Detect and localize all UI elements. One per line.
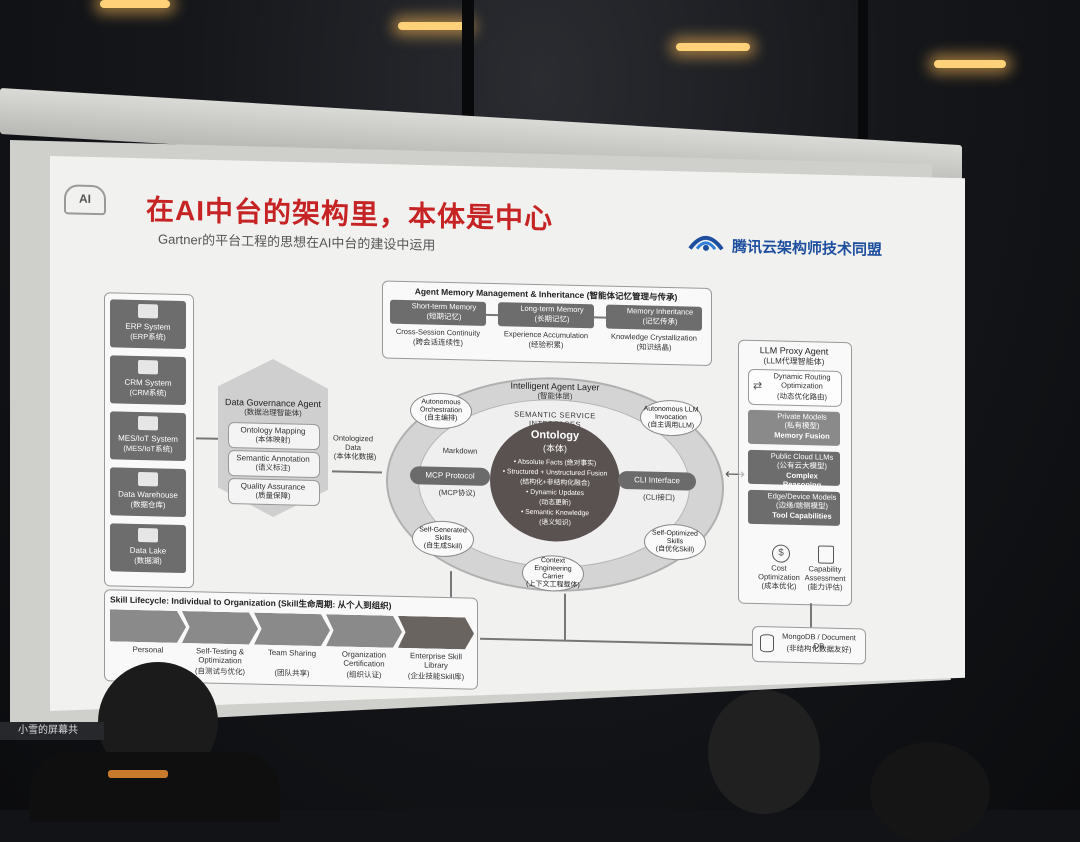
system-sub: (MES/IoT系统) — [123, 443, 173, 454]
ring-node-sub: (上下文工程载体) — [526, 580, 580, 590]
arrow-up-to-proxy — [810, 603, 812, 628]
capability-icon — [818, 545, 834, 564]
lifecycle-stage-sub: (团队共享) — [274, 668, 310, 678]
ring-node-label: Autonomous Orchestration — [419, 398, 463, 415]
ceiling-light — [398, 22, 470, 30]
ontologized-data-sub: (本体化数据) — [333, 451, 377, 462]
lifecycle-stage-label: Team Sharing — [267, 647, 317, 659]
model-sub: (公有云大模型) — [777, 460, 827, 471]
arrow-up-to-ring — [450, 571, 452, 598]
arrow-to-core — [332, 470, 382, 474]
system-label: MES/IoT System — [118, 433, 178, 444]
memory-label: Memory Inheritance — [626, 306, 694, 317]
routing-sub: (动态优化路由) — [777, 391, 827, 402]
audience-head-right-2 — [870, 742, 990, 842]
model-extra: Complex Reasoning — [782, 470, 822, 490]
lifecycle-stage-label: Personal — [132, 644, 164, 655]
system-sub: (CRM系统) — [129, 387, 167, 398]
mcp-protocol-pill: MCP Protocol — [410, 466, 490, 486]
org-name: 腾讯云架构师技术同盟 — [732, 238, 883, 259]
routing-icon: ⇄ — [753, 379, 763, 393]
ring-node-sub: (自优化Skill) — [655, 545, 695, 554]
cost-icon: $ — [772, 544, 790, 563]
memory-label: Short-term Memory — [411, 301, 477, 312]
markdown-label: Markdown — [442, 445, 478, 456]
lifecycle-stage-sub: (组织认证) — [346, 669, 382, 680]
system-icon — [138, 359, 158, 375]
system-icon — [138, 527, 158, 543]
system-label: ERP System — [125, 321, 171, 332]
lifecycle-stage-label: Organization Certification — [341, 649, 387, 669]
ceiling-light — [100, 0, 170, 8]
system-sub: (数据湖) — [134, 555, 162, 566]
system-icon — [138, 415, 158, 431]
cost-sub: (成本优化) — [761, 581, 797, 591]
memory-sub: (短期记忆) — [426, 311, 462, 322]
model-extra: Memory Fusion — [774, 430, 830, 441]
lifecycle-stage-label: Self-Testing & Optimization — [195, 646, 245, 666]
memory-sub: (长期记忆) — [534, 313, 570, 324]
ring-node-sub: (自主调用LLM) — [647, 421, 695, 430]
cli-interface-pill: CLI Interface — [618, 470, 696, 491]
lifecycle-stage-sub: (企业技能Skill库) — [407, 671, 465, 682]
system-label: CRM System — [124, 377, 172, 388]
memory-label: Long-term Memory — [520, 303, 584, 315]
memory-sub: (记忆传承) — [642, 316, 678, 327]
ceiling-beam — [858, 0, 868, 140]
ceiling-light — [934, 60, 1006, 68]
ceiling-light — [676, 43, 750, 51]
system-icon — [138, 303, 158, 319]
database-icon — [760, 634, 774, 653]
audience-head-right — [708, 690, 820, 814]
ring-node-sub: (自主编排) — [424, 414, 458, 423]
lifecycle-stage — [110, 609, 186, 643]
system-label: Data Lake — [129, 545, 167, 556]
ring-node-sub: (自生成Skill) — [423, 542, 463, 551]
ring-node-label: Self-Optimized Skills — [652, 529, 698, 546]
audience-collar-left — [108, 770, 168, 778]
system-label: Data Warehouse — [118, 489, 178, 500]
memory-arrow — [594, 316, 606, 319]
model-extra: Tool Capabilities — [772, 510, 832, 521]
system-sub: (ERP系统) — [130, 331, 166, 342]
ring-node-label: Autonomous LLM Invocation — [643, 405, 699, 422]
cli-interface-sub: (CLI接口) — [643, 492, 675, 503]
lifecycle-stage — [398, 616, 474, 650]
routing-label: Dynamic Routing Optimization — [773, 371, 831, 391]
cost-label: Cost Optimization — [758, 563, 800, 582]
mcp-protocol-sub: (MCP协议) — [438, 487, 476, 498]
ontologized-data-label: Ontologized Data — [332, 433, 374, 452]
lifecycle-stage — [182, 611, 258, 645]
ring-node: Context Engineering Carrier(上下文工程载体) — [522, 554, 584, 593]
lifecycle-stage — [326, 614, 402, 648]
ring-node-label: Self-Generated Skills — [419, 526, 467, 543]
ceiling-beam — [462, 0, 474, 118]
audience-body-left — [30, 752, 280, 822]
arrow-systems-to-governance — [196, 437, 218, 440]
org-logo-icon — [688, 235, 724, 251]
system-sub: (数据仓库) — [130, 499, 166, 510]
lifecycle-stage-label: Enterprise Skill Library — [410, 651, 462, 670]
memory-arrow — [486, 313, 498, 317]
ring-node-label: Context Engineering Carrier — [534, 557, 572, 581]
screen-share-label: 小雪的屏幕共 — [0, 722, 104, 740]
ai-logo: AI — [64, 184, 106, 216]
ring-node: Self-Generated Skills(自生成Skill) — [412, 520, 474, 558]
presentation-slide: AI 在AI中台的架构里，本体是中心 Gartner的平台工程的思想在AI中台的… — [50, 156, 965, 711]
arrow-up-to-carrier — [564, 593, 566, 640]
capability-label: Capability Assessment — [804, 564, 846, 583]
arrow-to-mongodb — [480, 637, 752, 646]
system-icon — [138, 471, 158, 487]
capability-sub: (能力评估) — [807, 582, 843, 592]
lifecycle-stage — [254, 613, 330, 647]
